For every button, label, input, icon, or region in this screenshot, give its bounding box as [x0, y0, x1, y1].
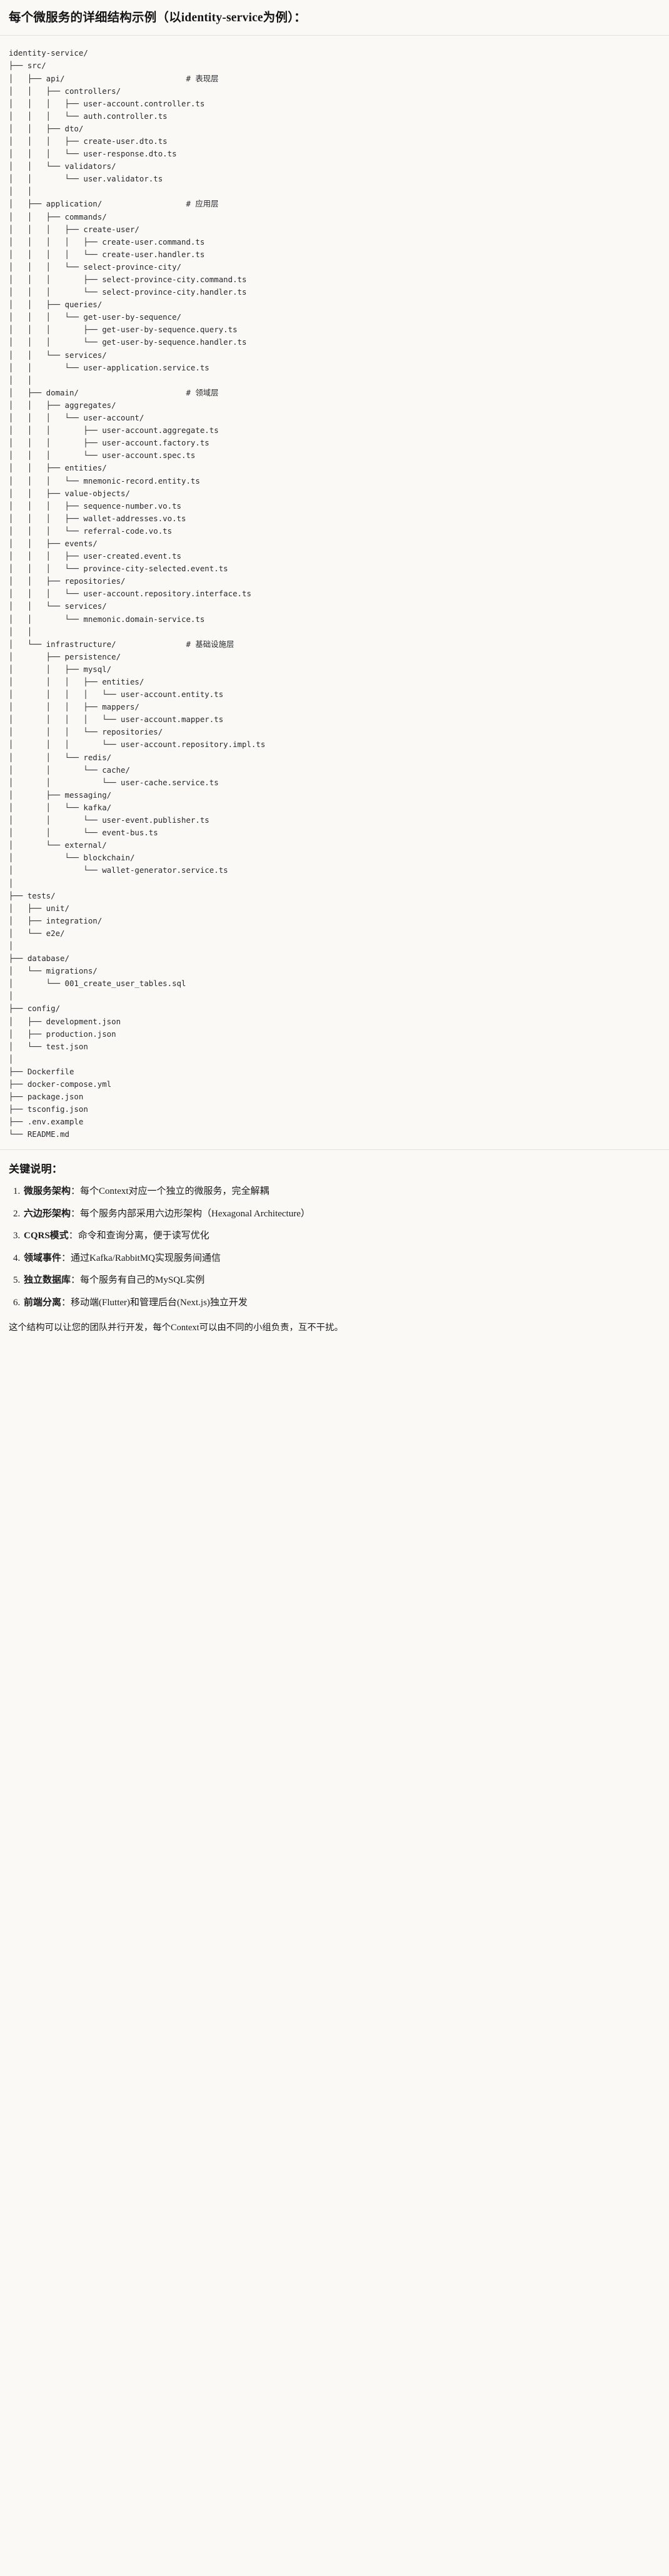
closing-paragraph: 这个结构可以让您的团队并行开发，每个Context可以由不同的小组负责，互不干扰… — [9, 1323, 343, 1333]
divider-bottom — [0, 1149, 669, 1151]
list-item: 领域事件：通过Kafka/RabbitMQ实现服务间通信 — [23, 1251, 660, 1266]
key-notes-section: 关键说明： 微服务架构：每个Context对应一个独立的微服务，完全解耦 六边形… — [0, 1150, 669, 1348]
list-item: 前端分离：移动端(Flutter)和管理后台(Next.js)独立开发 — [23, 1296, 660, 1310]
list-item: 微服务架构：每个Context对应一个独立的微服务，完全解耦 — [23, 1184, 660, 1199]
note-body: ：移动端(Flutter)和管理后台(Next.js)独立开发 — [61, 1297, 248, 1308]
divider-top — [0, 35, 669, 36]
note-lead: CQRS模式 — [24, 1231, 69, 1241]
title-block: 每个微服务的详细结构示例（以identity-service为例）： — [0, 0, 669, 36]
page-title: 每个微服务的详细结构示例（以identity-service为例）： — [9, 11, 306, 24]
document-page: 每个微服务的详细结构示例（以identity-service为例）： ident… — [0, 0, 669, 1348]
note-body: ：通过Kafka/RabbitMQ实现服务间通信 — [61, 1253, 221, 1263]
note-body: ：命令和查询分离，便于读写优化 — [68, 1231, 209, 1241]
key-notes-list: 微服务架构：每个Context对应一个独立的微服务，完全解耦 六边形架构：每个服… — [9, 1184, 660, 1310]
note-body: ：每个Context对应一个独立的微服务，完全解耦 — [71, 1186, 269, 1197]
directory-tree-block: identity-service/ ├── src/ │ ├── api/ # … — [0, 36, 669, 1150]
note-lead: 六边形架构 — [24, 1208, 71, 1219]
note-body: ：每个服务有自己的MySQL实例 — [71, 1275, 205, 1286]
note-lead: 前端分离 — [24, 1297, 62, 1308]
list-item: 六边形架构：每个服务内部采用六边形架构（Hexagonal Architectu… — [23, 1207, 660, 1221]
note-lead: 领域事件 — [24, 1253, 62, 1263]
list-item: 独立数据库：每个服务有自己的MySQL实例 — [23, 1273, 660, 1288]
note-lead: 独立数据库 — [24, 1275, 71, 1286]
directory-tree: identity-service/ ├── src/ │ ├── api/ # … — [9, 48, 266, 1139]
note-lead: 微服务架构 — [24, 1186, 71, 1197]
list-item: CQRS模式：命令和查询分离，便于读写优化 — [23, 1229, 660, 1243]
note-body: ：每个服务内部采用六边形架构（Hexagonal Architecture） — [71, 1208, 310, 1219]
key-notes-heading: 关键说明： — [9, 1163, 63, 1176]
